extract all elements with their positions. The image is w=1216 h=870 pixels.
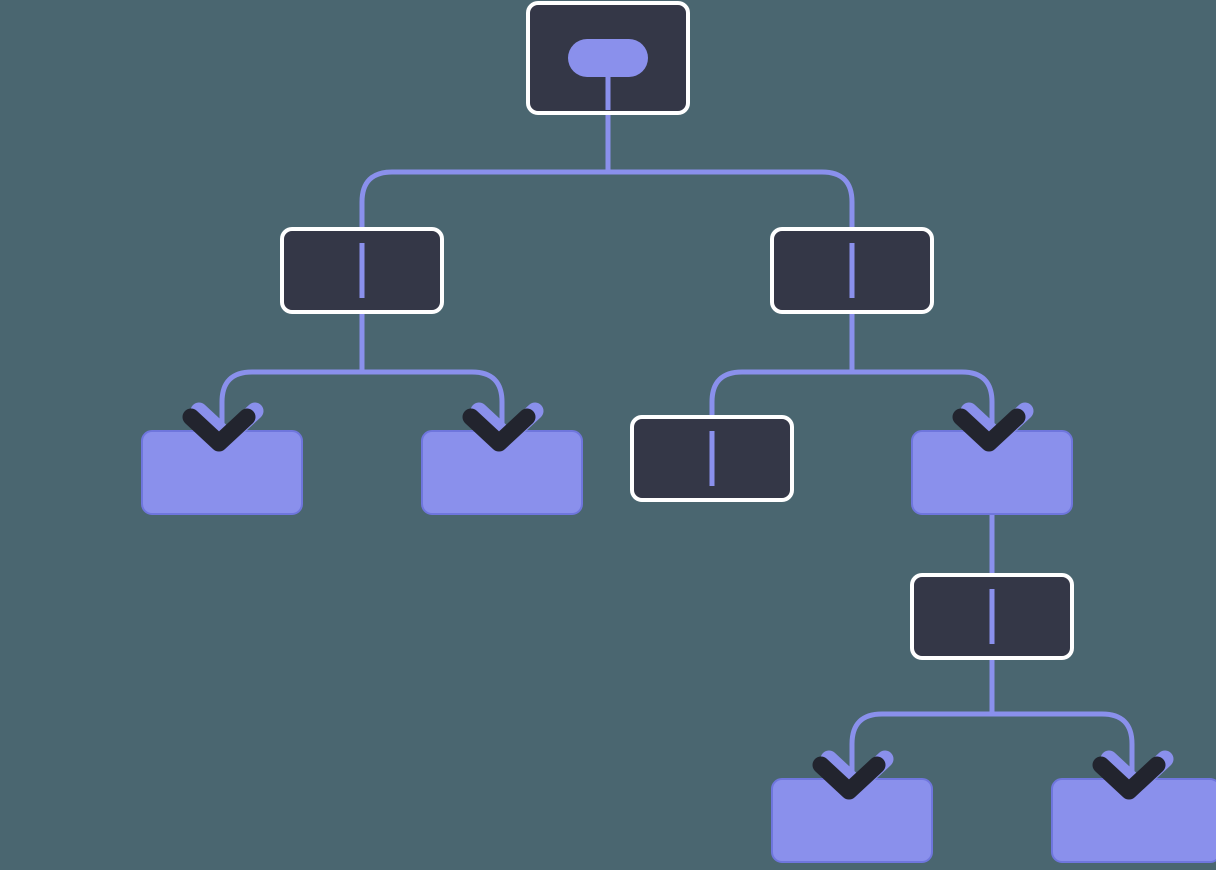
branch-node-left[interactable] [280,227,444,314]
arrowhead-leaf-a-dark [182,408,256,452]
branch-node-lower[interactable] [910,573,1074,660]
branch-node-right[interactable] [770,227,934,314]
arrowhead-leaf-b [462,402,544,452]
edge-right-branch-to-children [709,312,995,443]
edge-lower-branch-to-leaves [849,658,1135,791]
arrowhead-branch-purple-dark [952,408,1026,452]
arrowhead-layer [182,402,1174,800]
edge-root-to-branches [359,113,855,229]
arrowhead-leaf-a [182,402,264,452]
edge-layer [219,113,1135,791]
arrowhead-leaf-d-dark [1092,756,1166,800]
arrowhead-leaf-c [812,750,894,800]
edge-left-branch-to-leaves [219,312,505,443]
arrowhead-leaf-c-dark [812,756,886,800]
terminal-node-dark[interactable] [630,415,794,502]
arrowhead-leaf-b-dark [462,408,536,452]
node-layer [141,1,1216,863]
root-node[interactable] [526,1,690,115]
arrowhead-leaf-d [1092,750,1174,800]
arrowhead-branch-purple [952,402,1034,452]
